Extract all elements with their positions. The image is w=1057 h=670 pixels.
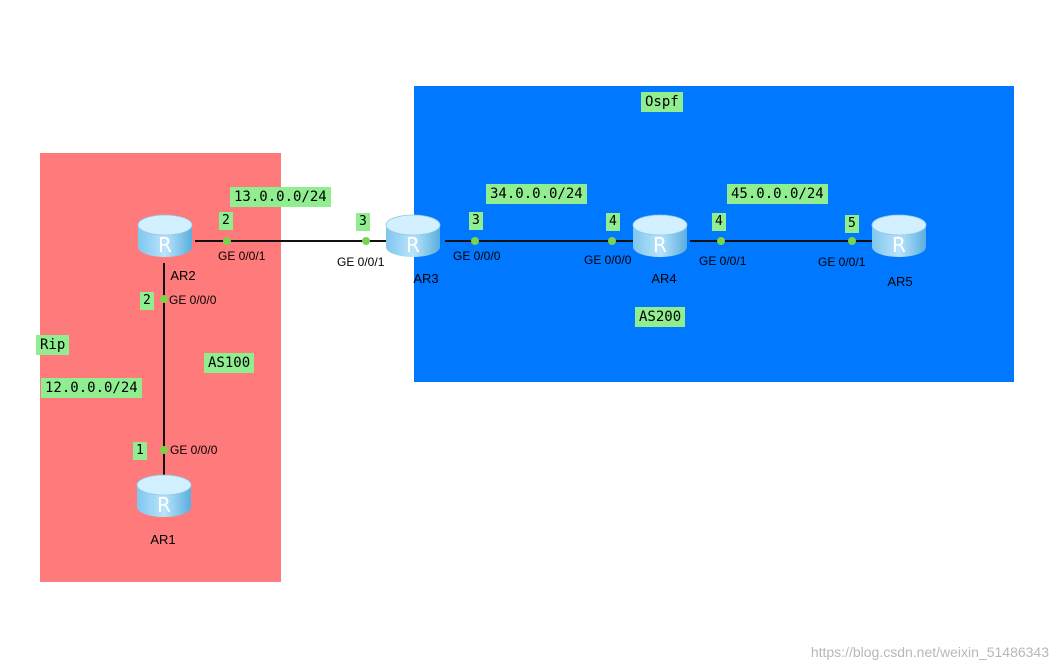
as100-label: AS100: [204, 353, 255, 373]
router-icon[interactable]: R: [869, 212, 929, 260]
rip-zone-label: Rip: [36, 335, 70, 355]
svg-text:R: R: [653, 233, 667, 257]
router-name-ar1: AR1: [150, 532, 176, 547]
router-icon[interactable]: R: [134, 472, 194, 520]
router-icon[interactable]: R: [630, 212, 690, 260]
host-number-ar5-g001: 5: [845, 215, 859, 233]
host-number-ar3-g001: 3: [356, 213, 370, 231]
watermark: https://blog.csdn.net/weixin_51486343: [810, 644, 1049, 660]
port-dot-ar2-g001: [223, 237, 231, 245]
port-label-ar4-g000: GE 0/0/0: [584, 253, 632, 267]
port-dot-ar3-g001: [362, 237, 370, 245]
network-label-ar4-ar5: 45.0.0.0/24: [727, 184, 828, 204]
host-number-ar3-g000: 3: [469, 212, 483, 230]
router-icon[interactable]: R: [135, 212, 195, 260]
host-number-ar4-g001: 4: [712, 213, 726, 231]
router-name-ar3: AR3: [413, 271, 439, 286]
port-dot-ar4-g000: [608, 237, 616, 245]
host-number-ar2-g000: 2: [140, 292, 154, 310]
router-name-ar2: AR2: [170, 268, 196, 283]
port-label-ar4-g001: GE 0/0/1: [699, 254, 747, 268]
router-icon[interactable]: R: [383, 212, 443, 260]
port-label-ar2-g001: GE 0/0/1: [218, 249, 266, 263]
host-number-ar1-g000: 1: [133, 442, 147, 460]
port-label-ar1-g000: GE 0/0/0: [170, 443, 218, 457]
svg-text:R: R: [157, 493, 171, 517]
port-dot-ar1-g000: [160, 446, 168, 454]
port-dot-ar4-g001: [717, 237, 725, 245]
svg-text:R: R: [892, 233, 906, 257]
host-number-ar2-g001: 2: [219, 212, 233, 230]
port-label-ar2-g000: GE 0/0/0: [169, 293, 217, 307]
host-number-ar4-g000: 4: [606, 213, 620, 231]
port-label-ar3-g001: GE 0/0/1: [337, 255, 385, 269]
port-dot-ar3-g000: [471, 237, 479, 245]
port-label-ar5-g001: GE 0/0/1: [818, 255, 866, 269]
as200-label: AS200: [635, 307, 686, 327]
ospf-zone-label: Ospf: [641, 92, 683, 112]
port-dot-ar2-g000: [160, 295, 168, 303]
router-name-ar5: AR5: [887, 274, 913, 289]
network-label-ar2-ar3: 13.0.0.0/24: [230, 187, 331, 207]
router-name-ar4: AR4: [651, 271, 677, 286]
svg-text:R: R: [158, 233, 172, 257]
network-label-ar1-ar2: 12.0.0.0/24: [41, 378, 142, 398]
svg-text:R: R: [406, 233, 420, 257]
port-dot-ar5-g001: [848, 237, 856, 245]
port-label-ar3-g000: GE 0/0/0: [453, 249, 501, 263]
network-label-ar3-ar4: 34.0.0.0/24: [486, 184, 587, 204]
